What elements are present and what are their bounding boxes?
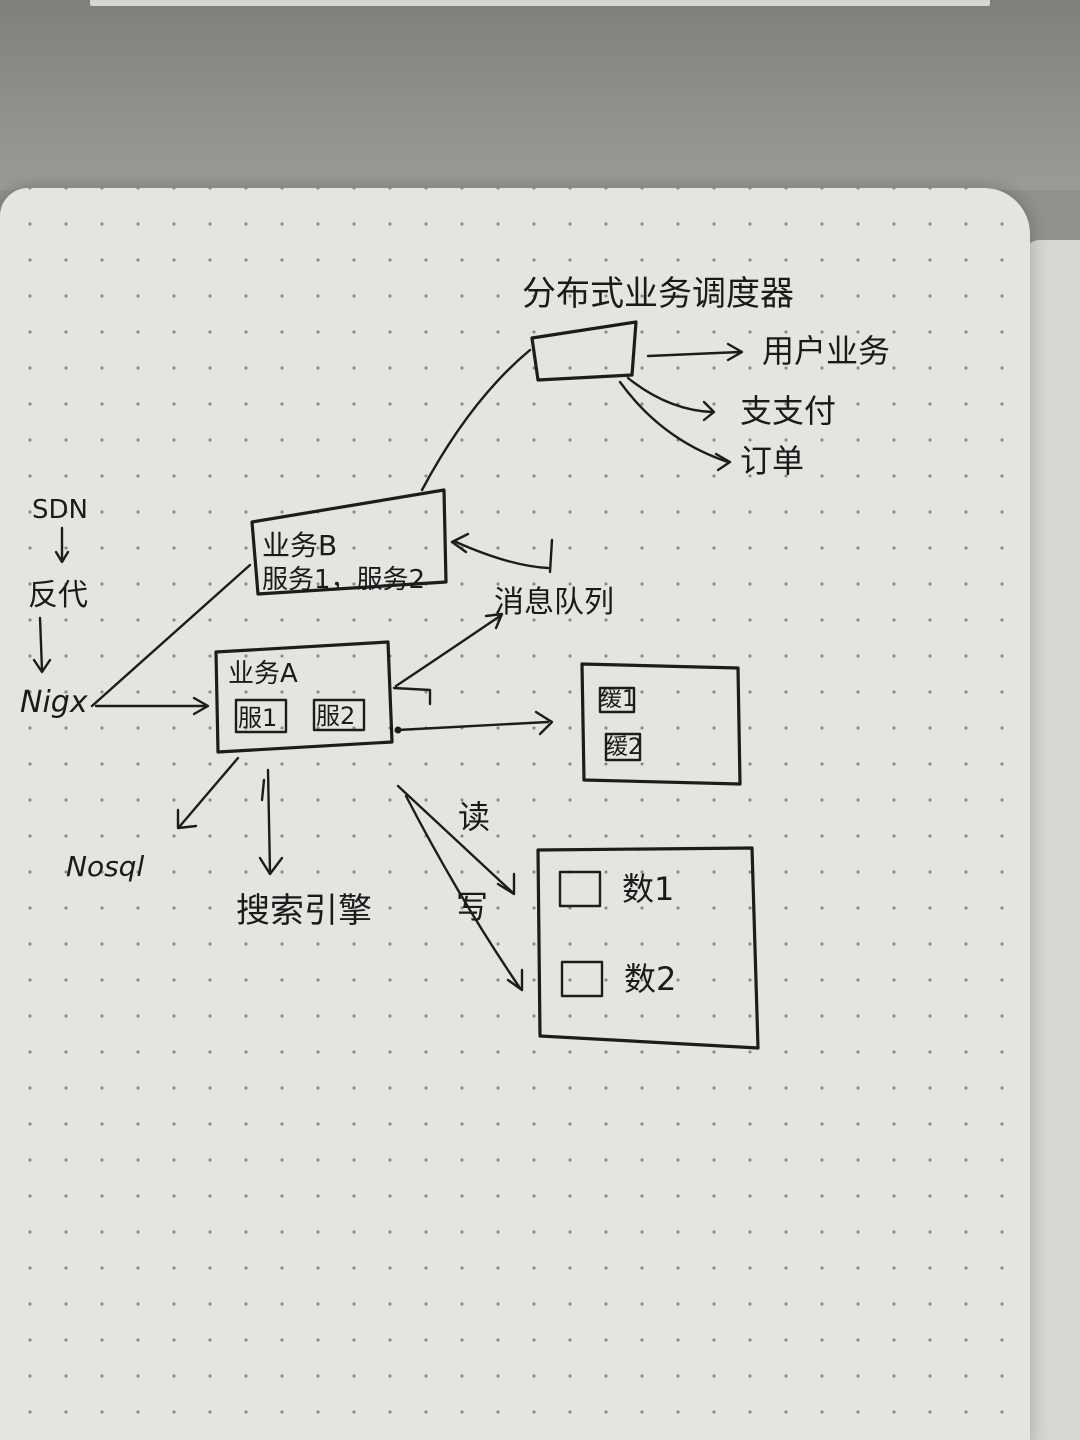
arrowhead-search (258, 856, 284, 876)
biz-a-s1-label: 服1 (238, 704, 277, 732)
arrow-biz-a-nosql (178, 756, 240, 828)
arrow-to-user-service (646, 350, 742, 358)
db-2-label: 数2 (624, 960, 676, 998)
arrowhead-user-service (726, 342, 744, 362)
link-nginx-biz-b (90, 563, 252, 708)
mq-tick (548, 538, 554, 574)
arrow-write (404, 794, 522, 990)
cache-1-box (598, 686, 636, 714)
db-box (536, 846, 760, 1050)
nosql-label: Nosql (66, 850, 144, 883)
arrow-biz-a-search (266, 768, 272, 874)
db-2-box (560, 960, 604, 998)
background-paper-edge (90, 0, 990, 6)
dot-grid (0, 188, 1030, 1440)
arrow-proxy-nginx (38, 616, 44, 672)
arrow-to-payment (626, 376, 714, 414)
order-label: 订单 (740, 442, 804, 480)
biz-a-tick (392, 686, 432, 706)
cdn-label: SDN (32, 495, 88, 525)
biz-a-s2-box (312, 698, 366, 732)
biz-a-s2-label: 服2 (316, 702, 355, 730)
biz-b-services: 服务1，服务2 (262, 565, 425, 595)
background-desk (0, 0, 1080, 190)
search-label: 搜索引擎 (236, 891, 372, 931)
cache-1-label: 缓1 (600, 687, 636, 712)
arrow-biz-a-mq (394, 614, 502, 688)
payment-label: 支支付 (740, 392, 836, 430)
read-label: 读 (458, 798, 490, 836)
biz-a-label: 业务A (228, 659, 298, 689)
notebook-right-page (1022, 240, 1080, 1440)
user-service-label: 用户业务 (762, 332, 890, 370)
biz-b-label: 业务B (262, 529, 337, 562)
biz-b-box (250, 488, 448, 596)
arrowhead-order (714, 452, 732, 472)
arrowhead-write (506, 968, 524, 992)
arrowhead-nosql (176, 808, 198, 830)
mq-label: 消息队列 (494, 585, 614, 620)
arrowhead-biz-a-cache (534, 710, 554, 736)
arrowhead-biz-b-mq (450, 532, 470, 554)
arrowhead-nginx-biz-a (192, 696, 210, 716)
cache-2-box (604, 732, 642, 762)
arrowhead-read (496, 872, 516, 896)
arrowhead-biz-a-mq (484, 612, 504, 630)
scheduler-box (530, 320, 638, 382)
cache-box (580, 662, 742, 786)
biz-a-box (214, 640, 394, 754)
link-biz-b-mq (454, 540, 550, 570)
proxy-label: 反代 (28, 578, 88, 613)
write-label: 写 (456, 888, 488, 926)
arrowhead-cdn-proxy (54, 550, 70, 564)
dot-start (394, 726, 402, 734)
db-1-box (558, 870, 602, 908)
link-scheduler-biz-b (420, 348, 532, 492)
arrow-to-order (618, 380, 730, 464)
nginx-label: Nigx (20, 685, 88, 720)
cache-2-label: 缓2 (606, 735, 642, 760)
biz-a-s1-box (234, 698, 288, 734)
arrow-biz-a-cache (396, 720, 550, 732)
arrowhead-payment (702, 400, 716, 422)
arrow-read (396, 784, 514, 894)
search-tick (260, 778, 266, 802)
arrowhead-proxy-nginx (32, 658, 52, 674)
db-1-label: 数1 (622, 870, 674, 908)
scheduler-label: 分布式业务调度器 (522, 274, 794, 314)
